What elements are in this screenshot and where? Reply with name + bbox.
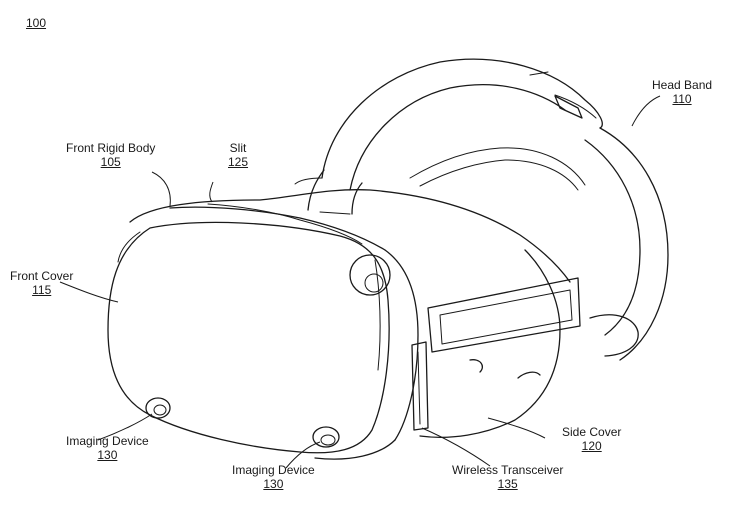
label-front-rigid-body: Front Rigid Body 105 <box>66 141 155 169</box>
label-imaging-device-center: Imaging Device 130 <box>232 463 315 491</box>
head-band <box>322 59 668 360</box>
label-wireless-transceiver: Wireless Transceiver 135 <box>452 463 563 491</box>
imaging-device-center <box>313 427 339 447</box>
front-rigid-body <box>130 178 570 459</box>
front-cover <box>108 222 389 452</box>
label-front-cover: Front Cover 115 <box>10 269 73 297</box>
wireless-transceiver <box>412 342 428 430</box>
label-imaging-device-left: Imaging Device 130 <box>66 434 149 462</box>
label-side-cover: Side Cover 120 <box>562 425 621 453</box>
label-slit: Slit 125 <box>228 141 248 169</box>
side-cover <box>428 278 580 378</box>
label-head-band: Head Band 110 <box>652 78 712 106</box>
